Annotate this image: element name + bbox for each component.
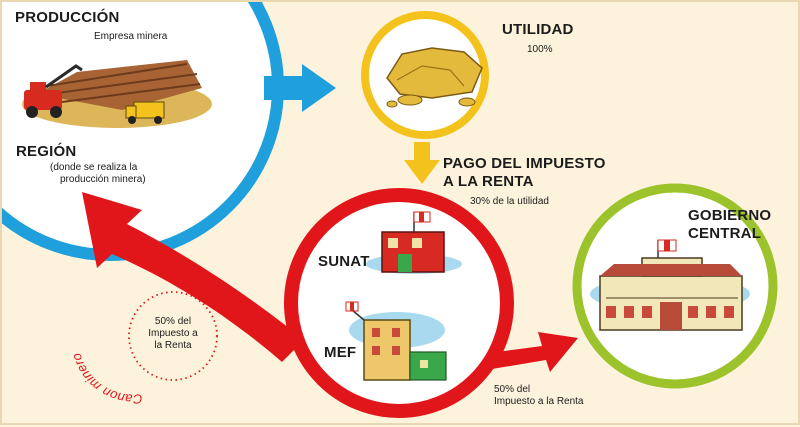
arrow-canon-to-region bbox=[82, 192, 304, 362]
produccion-title: PRODUCCIÓN bbox=[15, 9, 120, 26]
mef-building-illustration bbox=[345, 301, 447, 381]
to-gobierno-line2: Impuesto a la Renta bbox=[494, 396, 584, 407]
canon-dotted-circle bbox=[128, 291, 218, 381]
utilidad-percent: 100% bbox=[527, 44, 553, 55]
pago-line2: A LA RENTA bbox=[443, 173, 534, 190]
gobierno-central-building-illustration bbox=[590, 239, 750, 331]
gold-nuggets-illustration bbox=[386, 47, 483, 108]
canon-pct-line1: 50% del bbox=[154, 316, 192, 327]
region-note-line2: producción minera) bbox=[60, 174, 146, 185]
arrow-to-gobierno bbox=[482, 332, 578, 372]
mining-scene-illustration bbox=[22, 60, 212, 128]
canon-minero-arc-text: Canon minero bbox=[68, 351, 142, 406]
sunat-mef-circle bbox=[284, 188, 514, 418]
sunat-building-illustration bbox=[366, 211, 462, 274]
arrow-to-utilidad bbox=[264, 64, 336, 112]
canon-pct-line2: Impuesto a bbox=[148, 328, 198, 339]
canon-pct-line3: la Renta bbox=[154, 340, 192, 351]
canon-minero-arc-label: Canon minero bbox=[68, 351, 142, 406]
utilidad-title: UTILIDAD bbox=[502, 21, 574, 38]
region-note-line1: (donde se realiza la bbox=[50, 162, 138, 173]
sunat-label: SUNAT bbox=[318, 253, 370, 270]
pago-line1: PAGO DEL IMPUESTO bbox=[443, 155, 606, 172]
mef-label: MEF bbox=[324, 344, 357, 361]
produccion-subtitle: Empresa minera bbox=[94, 31, 168, 42]
region-title: REGIÓN bbox=[16, 143, 77, 160]
gobierno-line2: CENTRAL bbox=[688, 225, 762, 242]
arrow-to-pago bbox=[404, 142, 440, 184]
gobierno-line1: GOBIERNO bbox=[688, 207, 772, 224]
to-gobierno-line1: 50% del bbox=[494, 384, 531, 395]
pago-note: 30% de la utilidad bbox=[470, 196, 549, 207]
